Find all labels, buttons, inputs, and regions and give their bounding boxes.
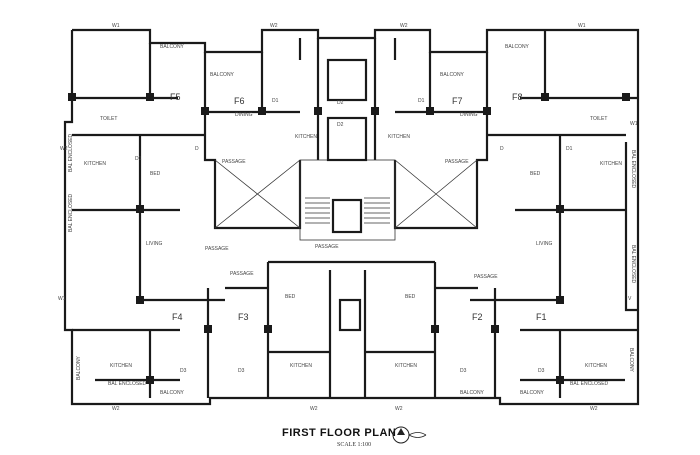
room-label: BAL ENCLOSED: [630, 150, 636, 189]
window-tag: W2: [590, 406, 598, 412]
flat-label-f4: F4: [172, 312, 183, 322]
door-tag: D1: [566, 146, 573, 152]
room-label: BALCONY: [440, 72, 465, 78]
room-label: BED: [530, 171, 541, 177]
upper-partitions: [72, 30, 638, 300]
stair-treads: [305, 197, 390, 224]
room-label: KITCHEN: [110, 363, 132, 369]
room-label: BALCONY: [520, 390, 545, 396]
window-tag: W1: [578, 23, 586, 29]
flat-label-f1: F1: [536, 312, 547, 322]
flat-label-f5: F5: [170, 92, 181, 102]
room-label: TOILET: [590, 116, 607, 122]
room-label: BALCONY: [460, 390, 485, 396]
door-tag: D: [195, 146, 199, 152]
door-tag: D2: [337, 100, 344, 106]
window-tag: W2: [112, 406, 120, 412]
door-tag: D3: [180, 368, 187, 374]
room-label: PASSAGE: [230, 271, 254, 277]
room-label: KITCHEN: [388, 134, 410, 140]
room-label: KITCHEN: [84, 161, 106, 167]
room-label: KITCHEN: [290, 363, 312, 369]
room-label: BALCONY: [628, 348, 634, 373]
window-tag: W2: [400, 23, 408, 29]
door-tag: D3: [460, 368, 467, 374]
lower-partitions: [72, 260, 638, 398]
room-label: KITCHEN: [600, 161, 622, 167]
window-tag: V: [628, 296, 632, 302]
room-label: BALCONY: [505, 44, 530, 50]
central-core: [203, 58, 489, 241]
room-label: BALCONY: [76, 355, 82, 380]
window-tag: W1: [112, 23, 120, 29]
window-tag: W2: [60, 146, 68, 152]
room-label: BAL ENCLOSED: [630, 245, 636, 284]
door-tag: D2: [337, 122, 344, 128]
room-label: BED: [405, 294, 416, 300]
room-label: BAL ENCLOSED: [108, 381, 147, 387]
window-tag: W2: [310, 406, 318, 412]
room-label: DINING: [460, 112, 478, 118]
room-label: DINING: [235, 112, 253, 118]
door-tag: D1: [418, 98, 425, 104]
room-label: PASSAGE: [222, 159, 246, 165]
north-arrow-icon: [392, 426, 427, 444]
plan-title: FIRST FLOOR PLAN: [282, 427, 397, 439]
room-label: KITCHEN: [395, 363, 417, 369]
flat-label-f3: F3: [238, 312, 249, 322]
room-label: PASSAGE: [315, 244, 339, 250]
door-tag: D3: [538, 368, 545, 374]
flat-label-f7: F7: [452, 96, 463, 106]
door-tag: D: [500, 146, 504, 152]
window-tag: W2: [270, 23, 278, 29]
room-label: BAL ENCLOSED: [68, 193, 74, 232]
flat-labels: F5 F6 F7 F8 F4 F3 F2 F1: [170, 92, 547, 322]
room-label: LIVING: [146, 241, 163, 247]
room-label: BAL ENCLOSED: [570, 381, 609, 387]
room-label: BAL ENCLOSED: [68, 133, 74, 172]
flat-label-f8: F8: [512, 92, 523, 102]
room-label: BED: [150, 171, 161, 177]
room-label: PASSAGE: [205, 246, 229, 252]
room-label: KITCHEN: [585, 363, 607, 369]
room-label: LIVING: [536, 241, 553, 247]
door-tag: D1: [135, 156, 142, 162]
window-tag: W1: [630, 121, 638, 127]
room-label: BED: [285, 294, 296, 300]
room-label: TOILET: [100, 116, 117, 122]
room-label: BALCONY: [160, 44, 185, 50]
room-label: PASSAGE: [445, 159, 469, 165]
door-tag: D1: [272, 98, 279, 104]
opening-tags: W1 W2 W2 W1 W2 W1 W1 V W2 W2 W2 W2 D1 D1…: [58, 23, 638, 412]
room-label: PASSAGE: [474, 274, 498, 280]
room-label: BALCONY: [160, 390, 185, 396]
flat-label-f6: F6: [234, 96, 245, 106]
columns: [68, 93, 630, 384]
window-tag: W1: [58, 296, 66, 302]
door-tag: D3: [238, 368, 245, 374]
room-label: BALCONY: [210, 72, 235, 78]
window-tag: W2: [395, 406, 403, 412]
room-label: KITCHEN: [295, 134, 317, 140]
flat-label-f2: F2: [472, 312, 483, 322]
room-labels: BALCONY BALCONY BALCONY BALCONY KITCHEN …: [68, 44, 636, 396]
plan-scale: SCALE 1:100: [337, 442, 372, 448]
